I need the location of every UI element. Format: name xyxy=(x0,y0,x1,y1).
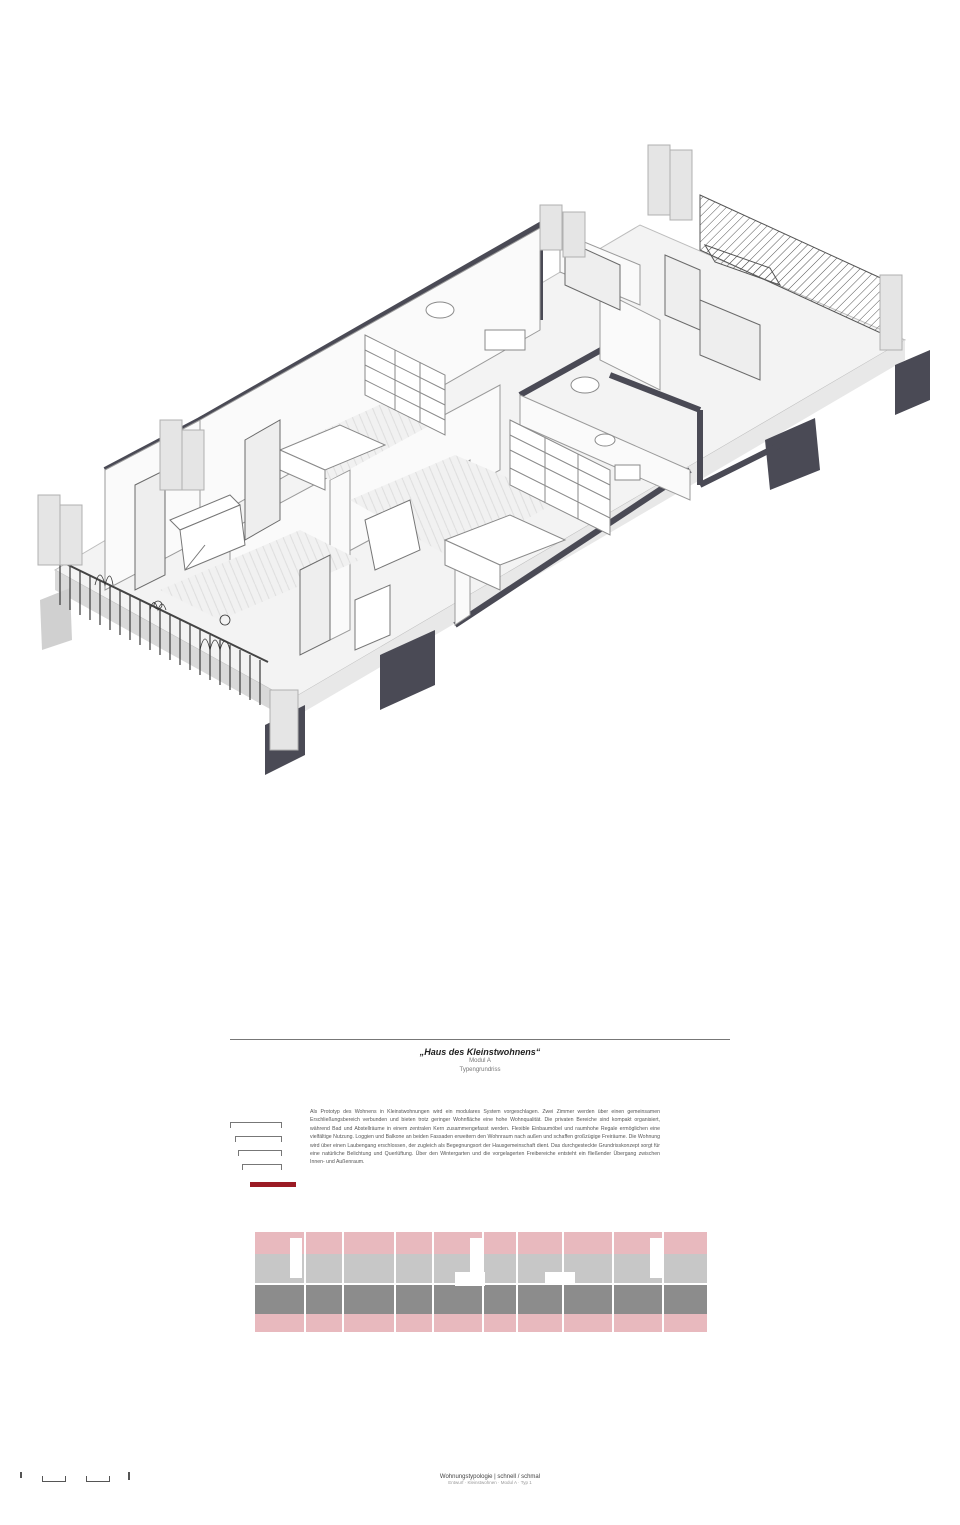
footer-subtitle: Entwurf · Kleinstwohnen · Modul A · Typ … xyxy=(448,1480,532,1485)
title-block: „Haus des Kleinstwohnens“ Modul A Typeng… xyxy=(230,1047,730,1075)
windows xyxy=(134,239,761,656)
scale-mark xyxy=(20,1472,22,1478)
beds xyxy=(278,424,567,591)
scale-bar xyxy=(20,1470,140,1484)
footer-block: Wohnungstypologie | schnell / schmal Ent… xyxy=(420,1474,560,1485)
poster-title: „Haus des Kleinstwohnens“ xyxy=(419,1047,541,1057)
legend-line-4 xyxy=(242,1164,282,1170)
poster-subtitle-type: Typengrundriss xyxy=(459,1067,501,1073)
bathroom-fixtures xyxy=(425,301,641,481)
balcony-railing-left xyxy=(57,559,269,705)
legend-line-3 xyxy=(238,1150,282,1156)
description-text: Als Prototyp des Wohnens in Kleinstwohnu… xyxy=(310,1109,660,1166)
legend-line-2 xyxy=(235,1136,282,1142)
legend-line-1 xyxy=(230,1122,282,1128)
axonometric-apartment-drawing xyxy=(37,144,930,775)
plan-core-openings xyxy=(290,1238,662,1286)
footer-title: Wohnungstypologie | schnell / schmal xyxy=(439,1474,541,1480)
legend-red-bar xyxy=(250,1182,296,1187)
end-pillars xyxy=(37,144,903,751)
scale-box-2 xyxy=(86,1476,110,1482)
plan-lower-balconies xyxy=(255,1314,707,1332)
plan-lower-units xyxy=(255,1284,707,1314)
scale-mark-end xyxy=(128,1472,130,1480)
plants xyxy=(94,574,231,652)
shelving-units xyxy=(364,334,611,536)
scale-box-1 xyxy=(42,1476,66,1482)
poster-subtitle-module: Modul A xyxy=(469,1058,491,1064)
header-rule xyxy=(230,1039,730,1040)
furniture xyxy=(169,494,421,651)
building-floor-plan xyxy=(255,1232,707,1332)
